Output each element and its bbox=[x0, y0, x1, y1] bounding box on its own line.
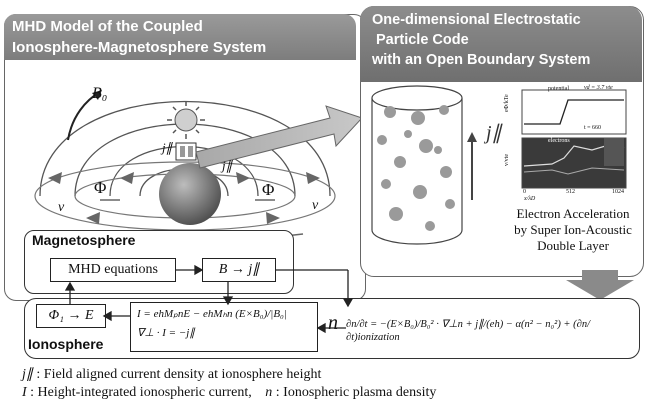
continuity-equation: ∂n/∂t = −(E×B₀)/B₀² · ∇⊥n + j∥/(eh) − α(… bbox=[346, 319, 590, 343]
legend-text-i: : Height-integrated ionospheric current, bbox=[30, 385, 252, 400]
pc-caption: Electron Acceleration by Super Ion-Acous… bbox=[508, 206, 638, 254]
pc-title-line1: One-dimensional Electrostatic bbox=[372, 12, 581, 28]
pc-title-line2: Particle Code bbox=[376, 32, 469, 48]
mhd-title-line1: MHD Model of the Coupled bbox=[12, 18, 203, 35]
legend-text-n: : Ionospheric plasma density bbox=[275, 385, 437, 400]
inset-xtick-2: 1024 bbox=[612, 189, 624, 195]
inset-top-time: t = 660 bbox=[584, 125, 602, 131]
simulation-insets bbox=[521, 89, 627, 189]
mhd-title-line2: Ionosphere-Magnetosphere System bbox=[12, 39, 267, 56]
inset-bottom-title: electrons bbox=[548, 138, 570, 144]
pc-j-par-label: j∥ bbox=[486, 122, 502, 144]
pc-caption-line1: Electron Acceleration bbox=[516, 206, 630, 221]
inset-top-param: vd = 3.7 vte bbox=[584, 85, 613, 91]
current-eq-line2: ∇⊥ · I = −j∥ bbox=[137, 327, 195, 339]
v-left-label: v bbox=[58, 200, 65, 215]
legend-sym-i: I bbox=[22, 385, 27, 400]
zoom-arrow bbox=[195, 105, 363, 169]
pc-title-line3: with an Open Boundary System bbox=[372, 52, 591, 68]
particle-code-header: One-dimensional Electrostatic Particle C… bbox=[360, 6, 642, 82]
inset-xlabel: x/λD bbox=[524, 196, 536, 202]
down-arrow bbox=[566, 270, 634, 300]
pc-caption-line3: Double Layer bbox=[537, 238, 609, 253]
pc-caption-line2: by Super Ion-Acoustic bbox=[514, 222, 632, 237]
current-equation-box: I = ehMₚnE − ehMₕn (E×B₀)/|B₀| ∇⊥ · I = … bbox=[130, 302, 318, 352]
legend-text-j: : Field aligned current density at ionos… bbox=[36, 367, 322, 382]
current-eq-line1: I = ehMₚnE − ehMₕn (E×B₀)/|B₀| bbox=[137, 308, 287, 320]
j-par-lower-label: j∥ bbox=[222, 158, 233, 173]
legend-sym-j: j∥ bbox=[22, 367, 33, 382]
mhd-equations-box: MHD equations bbox=[50, 258, 176, 282]
b0-label: B₀ bbox=[92, 85, 108, 102]
phi-right-label: Φ bbox=[262, 180, 275, 199]
legend-sym-n: n bbox=[265, 385, 273, 400]
b-to-j-box: B → j∥ bbox=[202, 258, 276, 282]
plasma-cylinder bbox=[371, 85, 477, 245]
mhd-model-header: MHD Model of the Coupled Ionosphere-Magn… bbox=[4, 14, 356, 60]
n-symbol: n bbox=[328, 312, 338, 334]
earth-sphere bbox=[159, 163, 221, 225]
phi-to-e-box: Φ₁ → E bbox=[36, 304, 106, 328]
v-right-label: v bbox=[312, 198, 319, 213]
phi-left-label: Φ bbox=[94, 178, 107, 197]
inset-top-title: potential bbox=[548, 86, 569, 92]
j-par-upper-label: j∥ bbox=[162, 140, 173, 155]
magnetosphere-label: Magnetosphere bbox=[32, 232, 136, 248]
inset-xtick-1: 512 bbox=[566, 189, 575, 195]
inset-xtick-0: 0 bbox=[523, 189, 526, 195]
sun-icon bbox=[167, 101, 205, 139]
legend-line1: j∥ : Field aligned current density at io… bbox=[22, 366, 321, 383]
legend-line2: I : Height-integrated ionospheric curren… bbox=[22, 385, 436, 401]
ionosphere-label: Ionosphere bbox=[28, 336, 104, 352]
rotation-arrows bbox=[48, 172, 320, 224]
